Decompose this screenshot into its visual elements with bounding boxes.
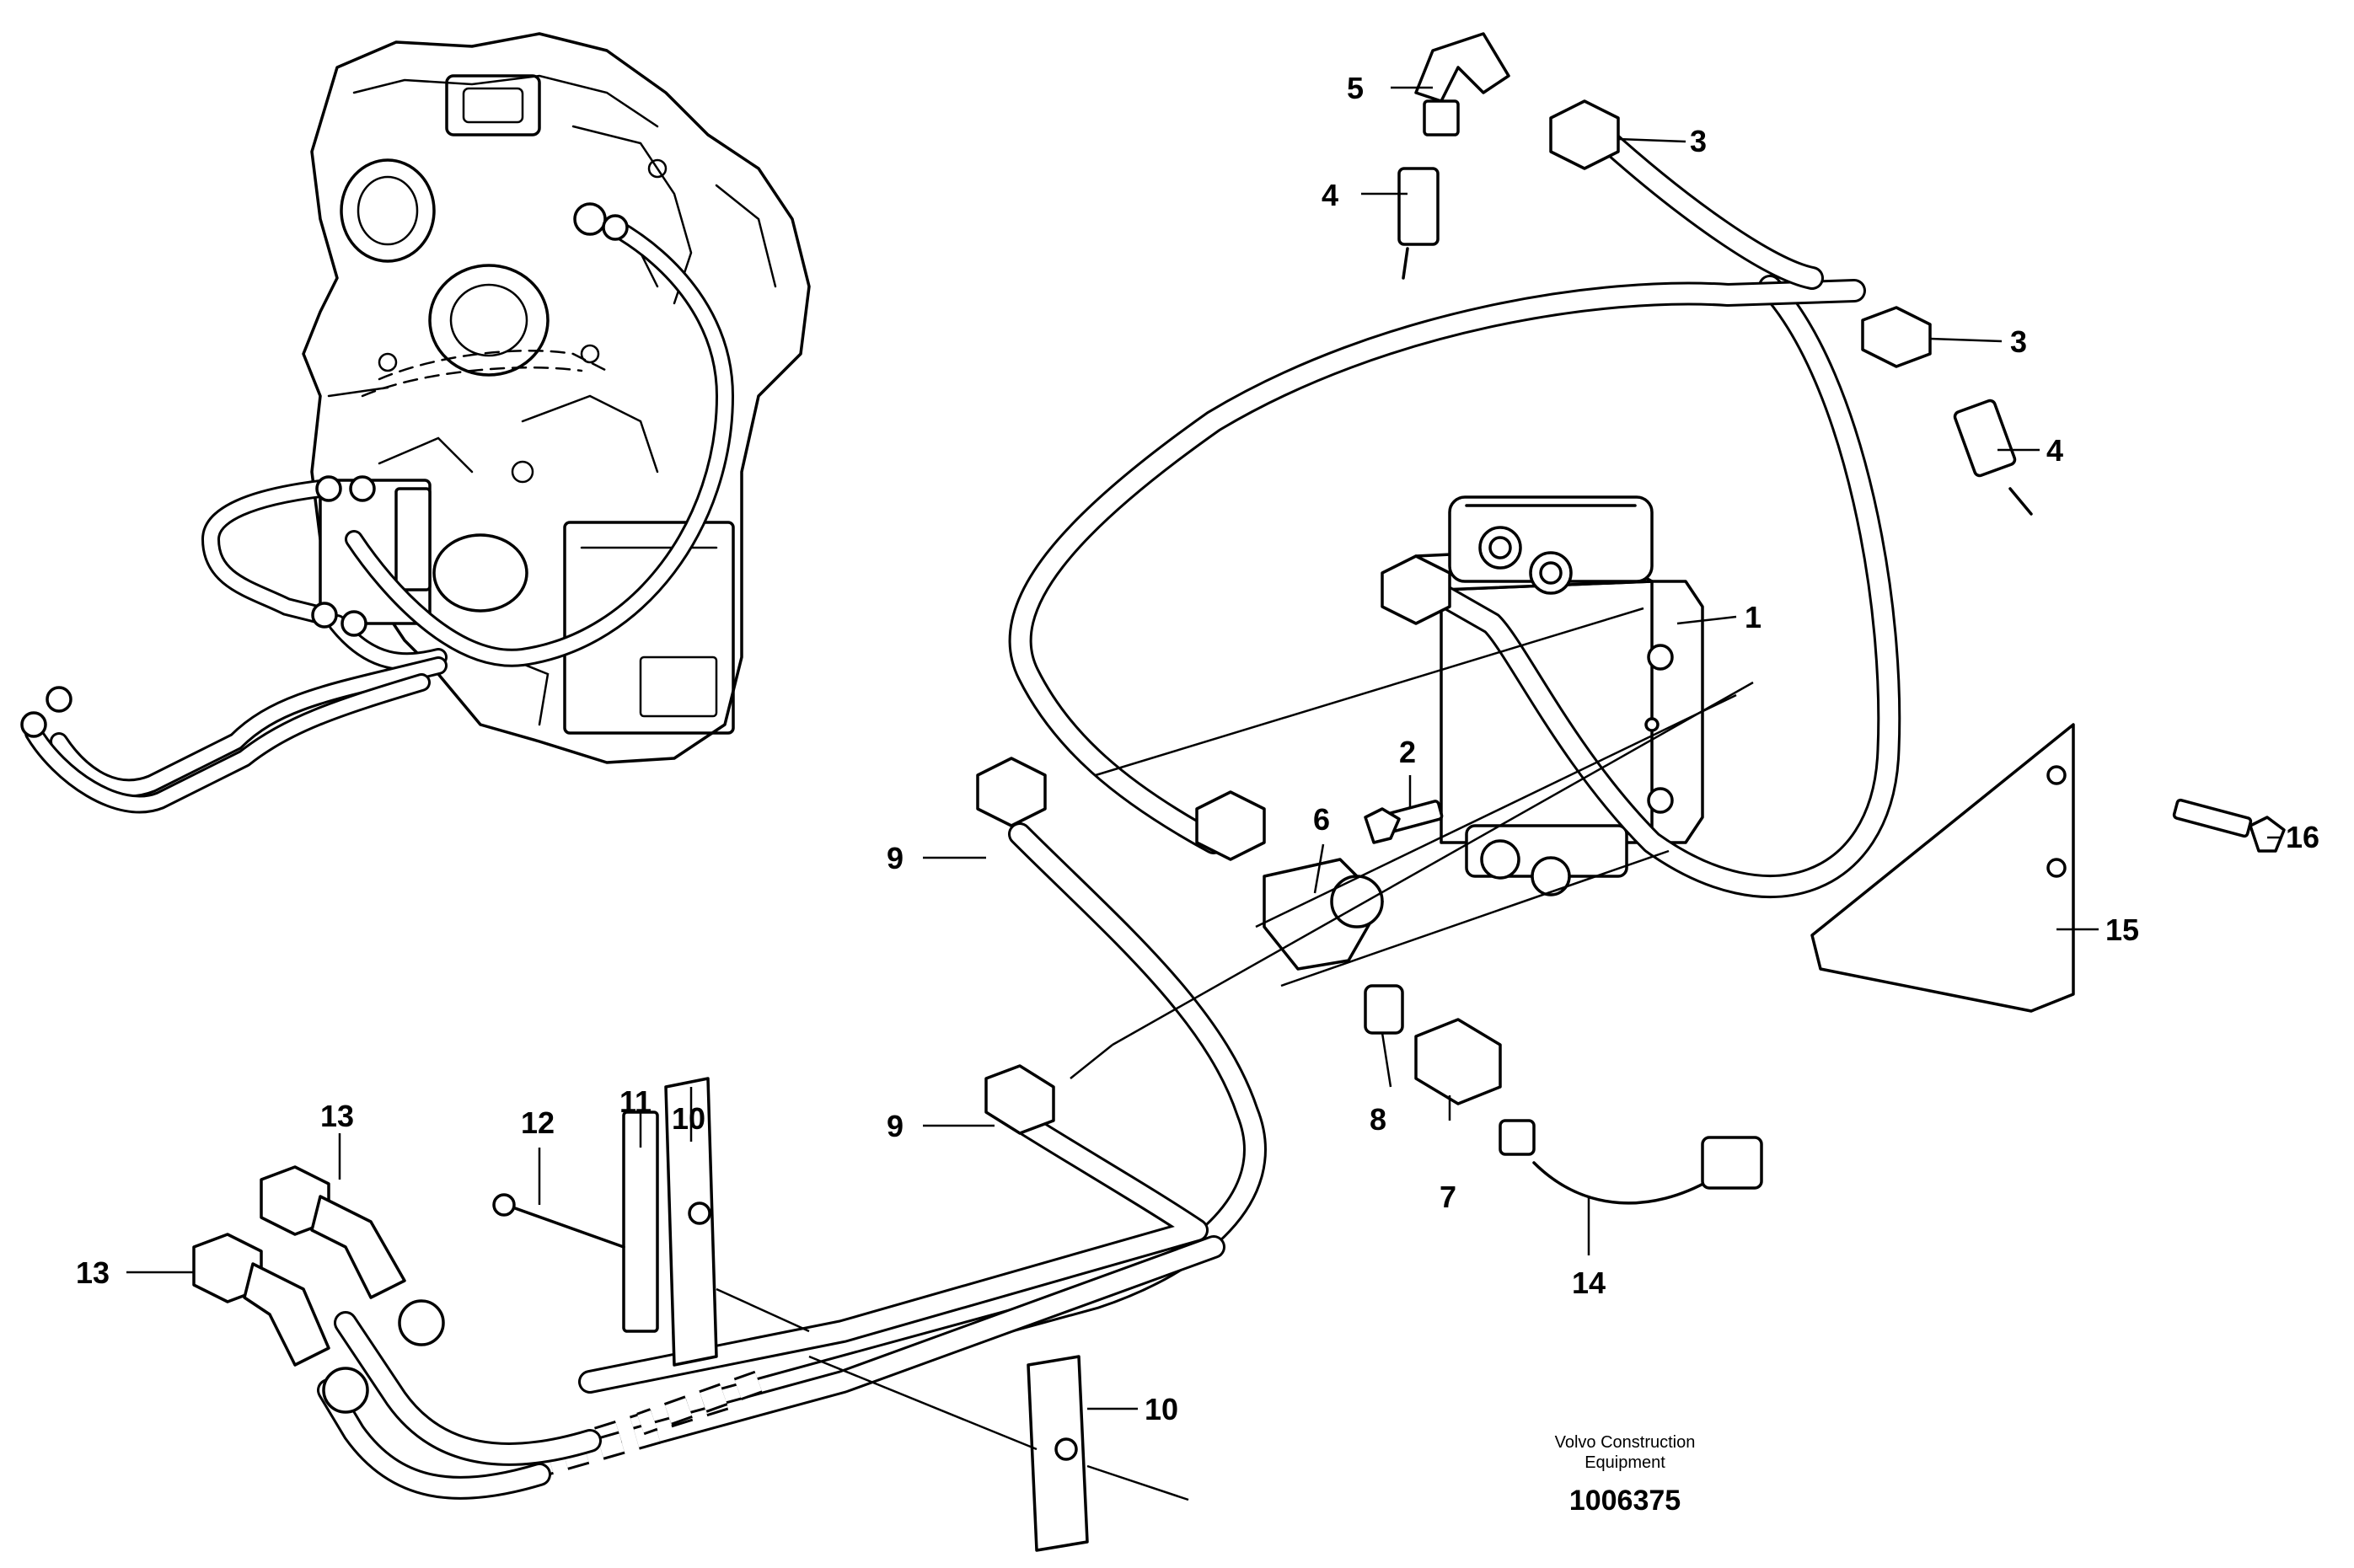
- callout-16: 16: [2286, 820, 2319, 854]
- transmission-outlet-hoses: [20, 656, 448, 814]
- callout-5: 5: [1347, 71, 1364, 105]
- callout-3-right: 3: [2010, 324, 2027, 359]
- leader-lines: [126, 86, 2280, 1501]
- callout-13-left: 13: [76, 1255, 110, 1290]
- callout-4-right: 4: [2046, 433, 2063, 468]
- publisher-line-2: Equipment: [1585, 1453, 1665, 1472]
- callout-10-upper: 10: [672, 1101, 705, 1136]
- callout-9-upper: 9: [887, 841, 904, 875]
- hose-fittings: [192, 32, 2033, 1414]
- callout-14: 14: [1572, 1266, 1606, 1300]
- callout-13-upper: 13: [320, 1099, 354, 1133]
- bracket-and-bolts: [1364, 723, 2286, 1013]
- callout-4-upper: 4: [1322, 178, 1338, 212]
- cooler-hoses: [578, 123, 1901, 1444]
- transmission-hoses: [201, 202, 734, 672]
- callout-3-upper: 3: [1690, 124, 1707, 158]
- clamps: [492, 1077, 1089, 1552]
- callout-labels: 1 2 3 3 4 4 5 6 7 8 9 9 10 10 11 12 13 1…: [76, 71, 2319, 1426]
- callout-12: 12: [521, 1105, 555, 1140]
- callout-9-lower: 9: [887, 1109, 904, 1143]
- callout-6: 6: [1313, 802, 1330, 837]
- callout-11: 11: [619, 1084, 652, 1119]
- hose-break-lines: [317, 1311, 763, 1500]
- callout-15: 15: [2105, 912, 2139, 947]
- drawing-footer: Volvo Construction Equipment 1006375: [1555, 1433, 1696, 1517]
- drawing-number: 1006375: [1569, 1485, 1681, 1517]
- publisher-line-1: Volvo Construction: [1555, 1433, 1696, 1452]
- callout-8: 8: [1370, 1102, 1386, 1137]
- callout-7: 7: [1440, 1180, 1456, 1214]
- callout-1: 1: [1745, 600, 1761, 634]
- callout-2: 2: [1399, 735, 1416, 769]
- callout-10-lower: 10: [1145, 1392, 1178, 1426]
